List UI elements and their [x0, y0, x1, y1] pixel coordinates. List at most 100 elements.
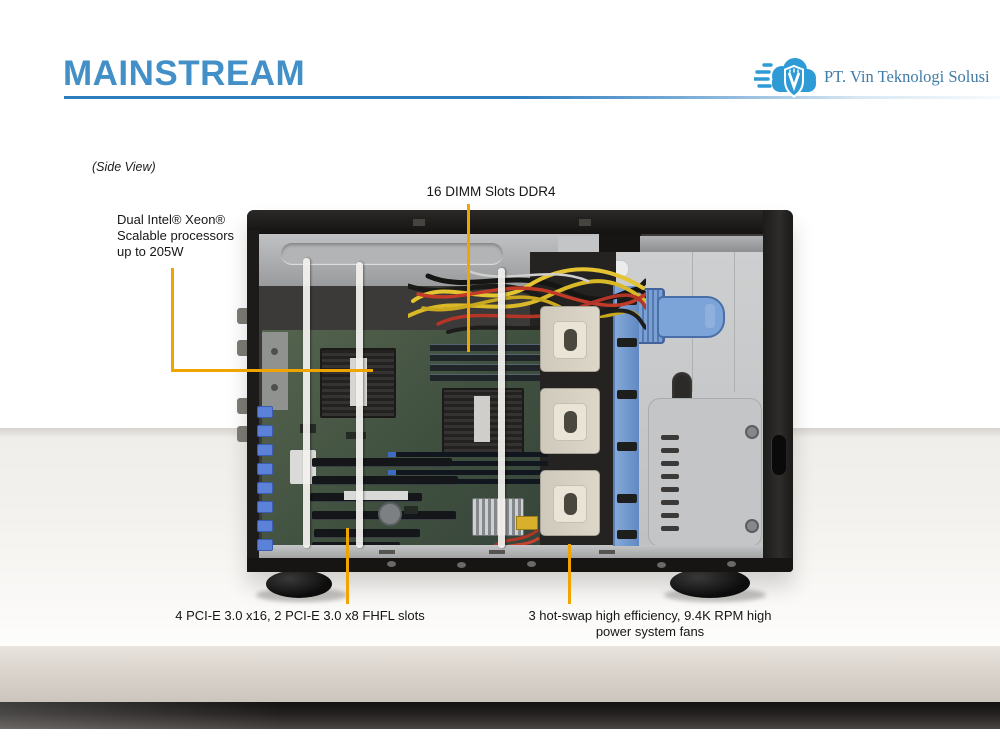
callout-cpu-line2: Scalable processors: [117, 228, 235, 243]
heatsink-label: [474, 396, 490, 442]
logo-company-name: PT. Vin Teknologi Solusi: [824, 67, 990, 86]
rail-slot: [379, 550, 395, 554]
vent-slot: [661, 461, 679, 466]
dimm-slot: [430, 364, 540, 371]
vent-hole: [457, 562, 466, 568]
card-guide-clip: [257, 482, 273, 494]
drive-lock-tab: [237, 308, 247, 324]
callout-pcie: 4 PCI-E 3.0 x16, 2 PCI-E 3.0 x8 FHFL slo…: [175, 608, 425, 623]
footer-bar: [0, 702, 1000, 729]
vent-slot: [661, 526, 679, 531]
bracket-hole: [271, 384, 278, 391]
vent-hole: [657, 562, 666, 568]
vent-slot: [661, 448, 679, 453]
table-edge-band: [0, 646, 1000, 702]
dimm-slot: [430, 354, 540, 361]
card-guide-clip: [257, 463, 273, 475]
regulatory-sticker: [344, 491, 408, 500]
vent-slot: [661, 487, 679, 492]
fan-handle: [553, 321, 587, 359]
vent-slot: [661, 513, 679, 518]
duct-rod: [356, 262, 363, 548]
card-guide-clip: [257, 444, 273, 456]
rail-clip: [617, 530, 637, 539]
callout-cpu: Dual Intel® Xeon® Scalable processors up…: [117, 212, 234, 260]
system-fan-1: [540, 306, 600, 372]
side-handle-indent: [771, 435, 786, 475]
leader-line-cpu-horizontal: [171, 369, 373, 372]
psu-cable-bundle: [408, 267, 646, 334]
card-guide-clip: [257, 520, 273, 532]
leader-line-fans: [568, 544, 571, 604]
fan-handle-slot: [564, 493, 577, 515]
rail-clip: [617, 390, 637, 399]
screw-icon: [745, 425, 759, 439]
callout-fans-line2: power system fans: [595, 624, 705, 639]
vent-hole: [727, 561, 736, 567]
duct-rod: [498, 268, 505, 548]
rail-clip: [617, 338, 637, 347]
title-underline: [64, 96, 1000, 99]
vent-slot: [661, 435, 679, 440]
rail-slot: [489, 550, 505, 554]
vent-hole: [387, 561, 396, 567]
shroud-seam: [734, 252, 735, 392]
card-guide-clip: [257, 539, 273, 551]
bracket-latch: [705, 304, 715, 328]
vent-slot: [661, 500, 679, 505]
chassis-bottom-frame: [247, 558, 793, 572]
pcie-slot: [312, 476, 458, 485]
chip: [404, 506, 418, 514]
server-chassis: [247, 210, 793, 572]
cpu-heatsink-2: [442, 388, 524, 454]
power-connector: [516, 516, 538, 530]
pcie-slot: [314, 529, 420, 538]
upper-right-rail: [640, 236, 763, 252]
drive-lock-tab: [237, 340, 247, 356]
chassis-top-frame: [247, 210, 793, 234]
cloud-logo-icon: [754, 58, 816, 98]
cmos-battery: [378, 502, 402, 526]
duct-rod: [303, 258, 310, 548]
blue-bracket-arm: [657, 296, 725, 338]
system-fan-3: [540, 470, 600, 536]
dimm-slot: [388, 470, 548, 475]
system-fan-2: [540, 388, 600, 454]
leader-line-dimm: [467, 204, 470, 352]
card-guide-clip: [257, 406, 273, 418]
leader-line-pcie: [346, 528, 349, 604]
pcie-slot: [312, 458, 452, 467]
fan-handle: [553, 403, 587, 441]
frame-notch: [579, 219, 591, 226]
chassis-foot-right: [670, 568, 750, 598]
bracket-hole: [271, 348, 278, 355]
dimm-slot: [430, 374, 540, 381]
view-label: (Side View): [92, 160, 156, 174]
callout-cpu-line1: Dual Intel® Xeon®: [117, 212, 226, 227]
card-guide-clip: [257, 501, 273, 513]
shroud-lower-panel: [648, 398, 762, 547]
callout-cpu-line3: up to 205W: [117, 244, 184, 259]
callout-fans-line1: 3 hot-swap high efficiency, 9.4K RPM hig…: [528, 608, 772, 623]
page-title: MAINSTREAM: [63, 54, 306, 93]
card-guide-clip: [257, 425, 273, 437]
screw-icon: [745, 519, 759, 533]
rail-slot: [599, 550, 615, 554]
fan-handle-slot: [564, 329, 577, 351]
dimm-slot: [430, 344, 540, 351]
rail-clip: [617, 494, 637, 503]
drive-rail-blue: [613, 286, 639, 546]
callout-fans: 3 hot-swap high efficiency, 9.4K RPM hig…: [518, 608, 782, 640]
chassis-left-frame: [247, 230, 259, 572]
bottom-rail: [259, 545, 763, 558]
chassis-right-frame: [763, 210, 793, 572]
callout-dimm: 16 DIMM Slots DDR4: [426, 184, 556, 199]
drive-lock-tab: [237, 426, 247, 442]
dimm-slot: [388, 452, 548, 457]
vent-slot: [661, 474, 679, 479]
stamped-groove: [281, 243, 503, 265]
fan-handle: [553, 485, 587, 523]
leader-line-cpu-vertical: [171, 268, 174, 372]
rail-clip: [617, 442, 637, 451]
